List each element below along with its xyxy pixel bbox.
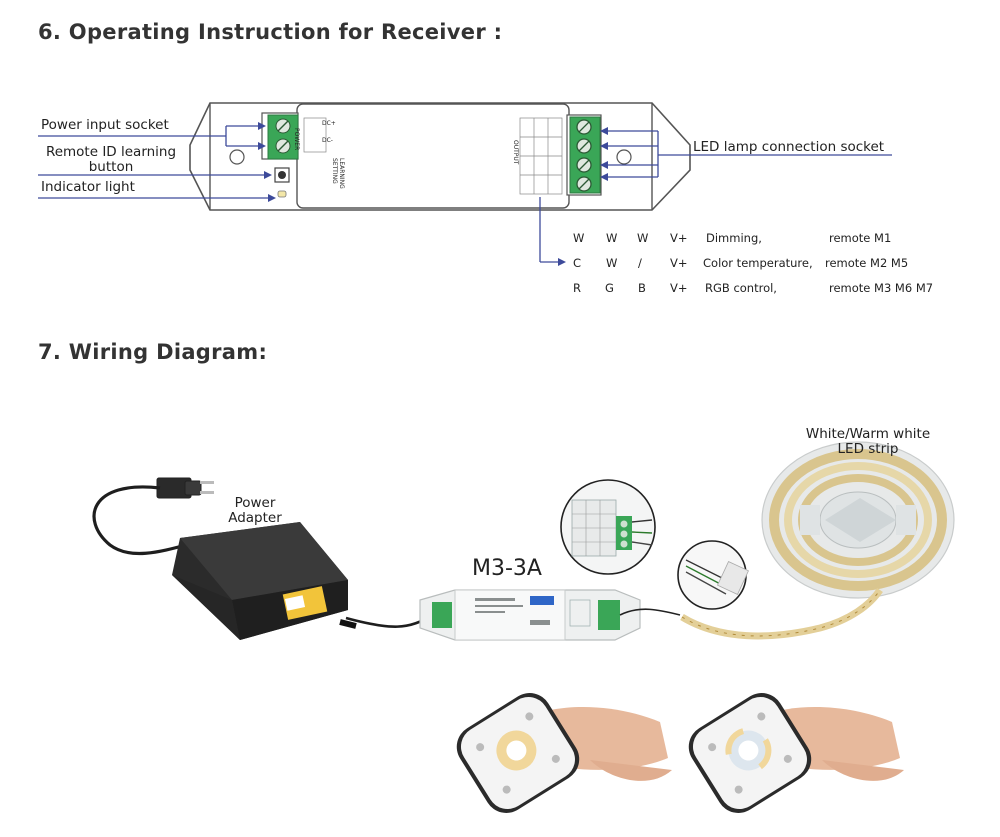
term-row3-c1: R bbox=[573, 281, 581, 295]
term-row3-c3: B bbox=[638, 281, 646, 295]
label-led-strip: White/Warm white LED strip bbox=[788, 427, 948, 457]
mount-hole-left bbox=[229, 149, 245, 165]
receiver-setting-text: SETTING bbox=[331, 158, 338, 184]
term-row2-c3: / bbox=[638, 256, 642, 270]
label-power-adapter: Power Adapter bbox=[215, 496, 295, 526]
label-led-strip-line1: White/Warm white bbox=[805, 426, 931, 442]
label-remote-id-learning-line1: Remote ID learning bbox=[45, 144, 177, 160]
ac-plug bbox=[156, 477, 214, 499]
indicator-light bbox=[277, 190, 287, 198]
mount-hole-right bbox=[616, 149, 632, 165]
term-row1-remote: remote M1 bbox=[829, 231, 892, 245]
receiver-output-text: OUTPUT bbox=[512, 140, 519, 165]
term-row1-c3: W bbox=[637, 231, 649, 245]
term-row1-c2: W bbox=[606, 231, 618, 245]
dc-cord bbox=[345, 613, 433, 628]
label-remote-id-learning-line2: button bbox=[88, 159, 134, 175]
label-power-input-socket: Power input socket bbox=[41, 117, 169, 133]
zoom-circle-terminal bbox=[560, 479, 656, 575]
term-row3-remote: remote M3 M6 M7 bbox=[829, 281, 934, 295]
power-adapter bbox=[172, 522, 348, 640]
section-6-heading: 6. Operating Instruction for Receiver : bbox=[38, 20, 503, 44]
label-led-strip-line2: LED strip bbox=[837, 441, 899, 457]
receiver-dc-plus-text: DC+ bbox=[322, 120, 336, 127]
model-label: M3-3A bbox=[472, 556, 542, 581]
output-wire bbox=[619, 608, 681, 616]
term-row2-c2: W bbox=[606, 256, 618, 270]
label-led-lamp-socket: LED lamp connection socket bbox=[693, 139, 885, 155]
label-power-adapter-line2: Adapter bbox=[228, 510, 282, 526]
term-row2-function: Color temperature, bbox=[703, 256, 813, 270]
term-row1-c1: W bbox=[573, 231, 585, 245]
receiver-learning-text: LEARNING bbox=[338, 158, 345, 189]
led-reel bbox=[761, 441, 955, 599]
remote-left bbox=[456, 693, 672, 813]
label-remote-id-learning: Remote ID learning button bbox=[41, 145, 181, 175]
section-7-heading: 7. Wiring Diagram: bbox=[38, 340, 268, 364]
term-row3-function: RGB control, bbox=[705, 281, 777, 295]
term-row3-c4: V+ bbox=[670, 281, 688, 295]
term-row2-c4: V+ bbox=[670, 256, 688, 270]
receiver-dc-minus-text: DC- bbox=[322, 137, 333, 144]
ac-cord bbox=[92, 485, 187, 556]
remote-right bbox=[688, 693, 904, 813]
label-power-adapter-line1: Power bbox=[234, 495, 276, 511]
term-row1-function: Dimming, bbox=[706, 231, 762, 245]
term-row2-c1: C bbox=[573, 256, 582, 270]
label-indicator-light: Indicator light bbox=[41, 179, 135, 195]
zoom-circle-strip bbox=[677, 540, 749, 610]
term-row3-c2: G bbox=[605, 281, 614, 295]
term-row2-remote: remote M2 M5 bbox=[825, 256, 909, 270]
m3-receiver bbox=[419, 589, 641, 641]
term-row1-c4: V+ bbox=[670, 231, 688, 245]
receiver-power-text: POWER bbox=[293, 128, 300, 151]
